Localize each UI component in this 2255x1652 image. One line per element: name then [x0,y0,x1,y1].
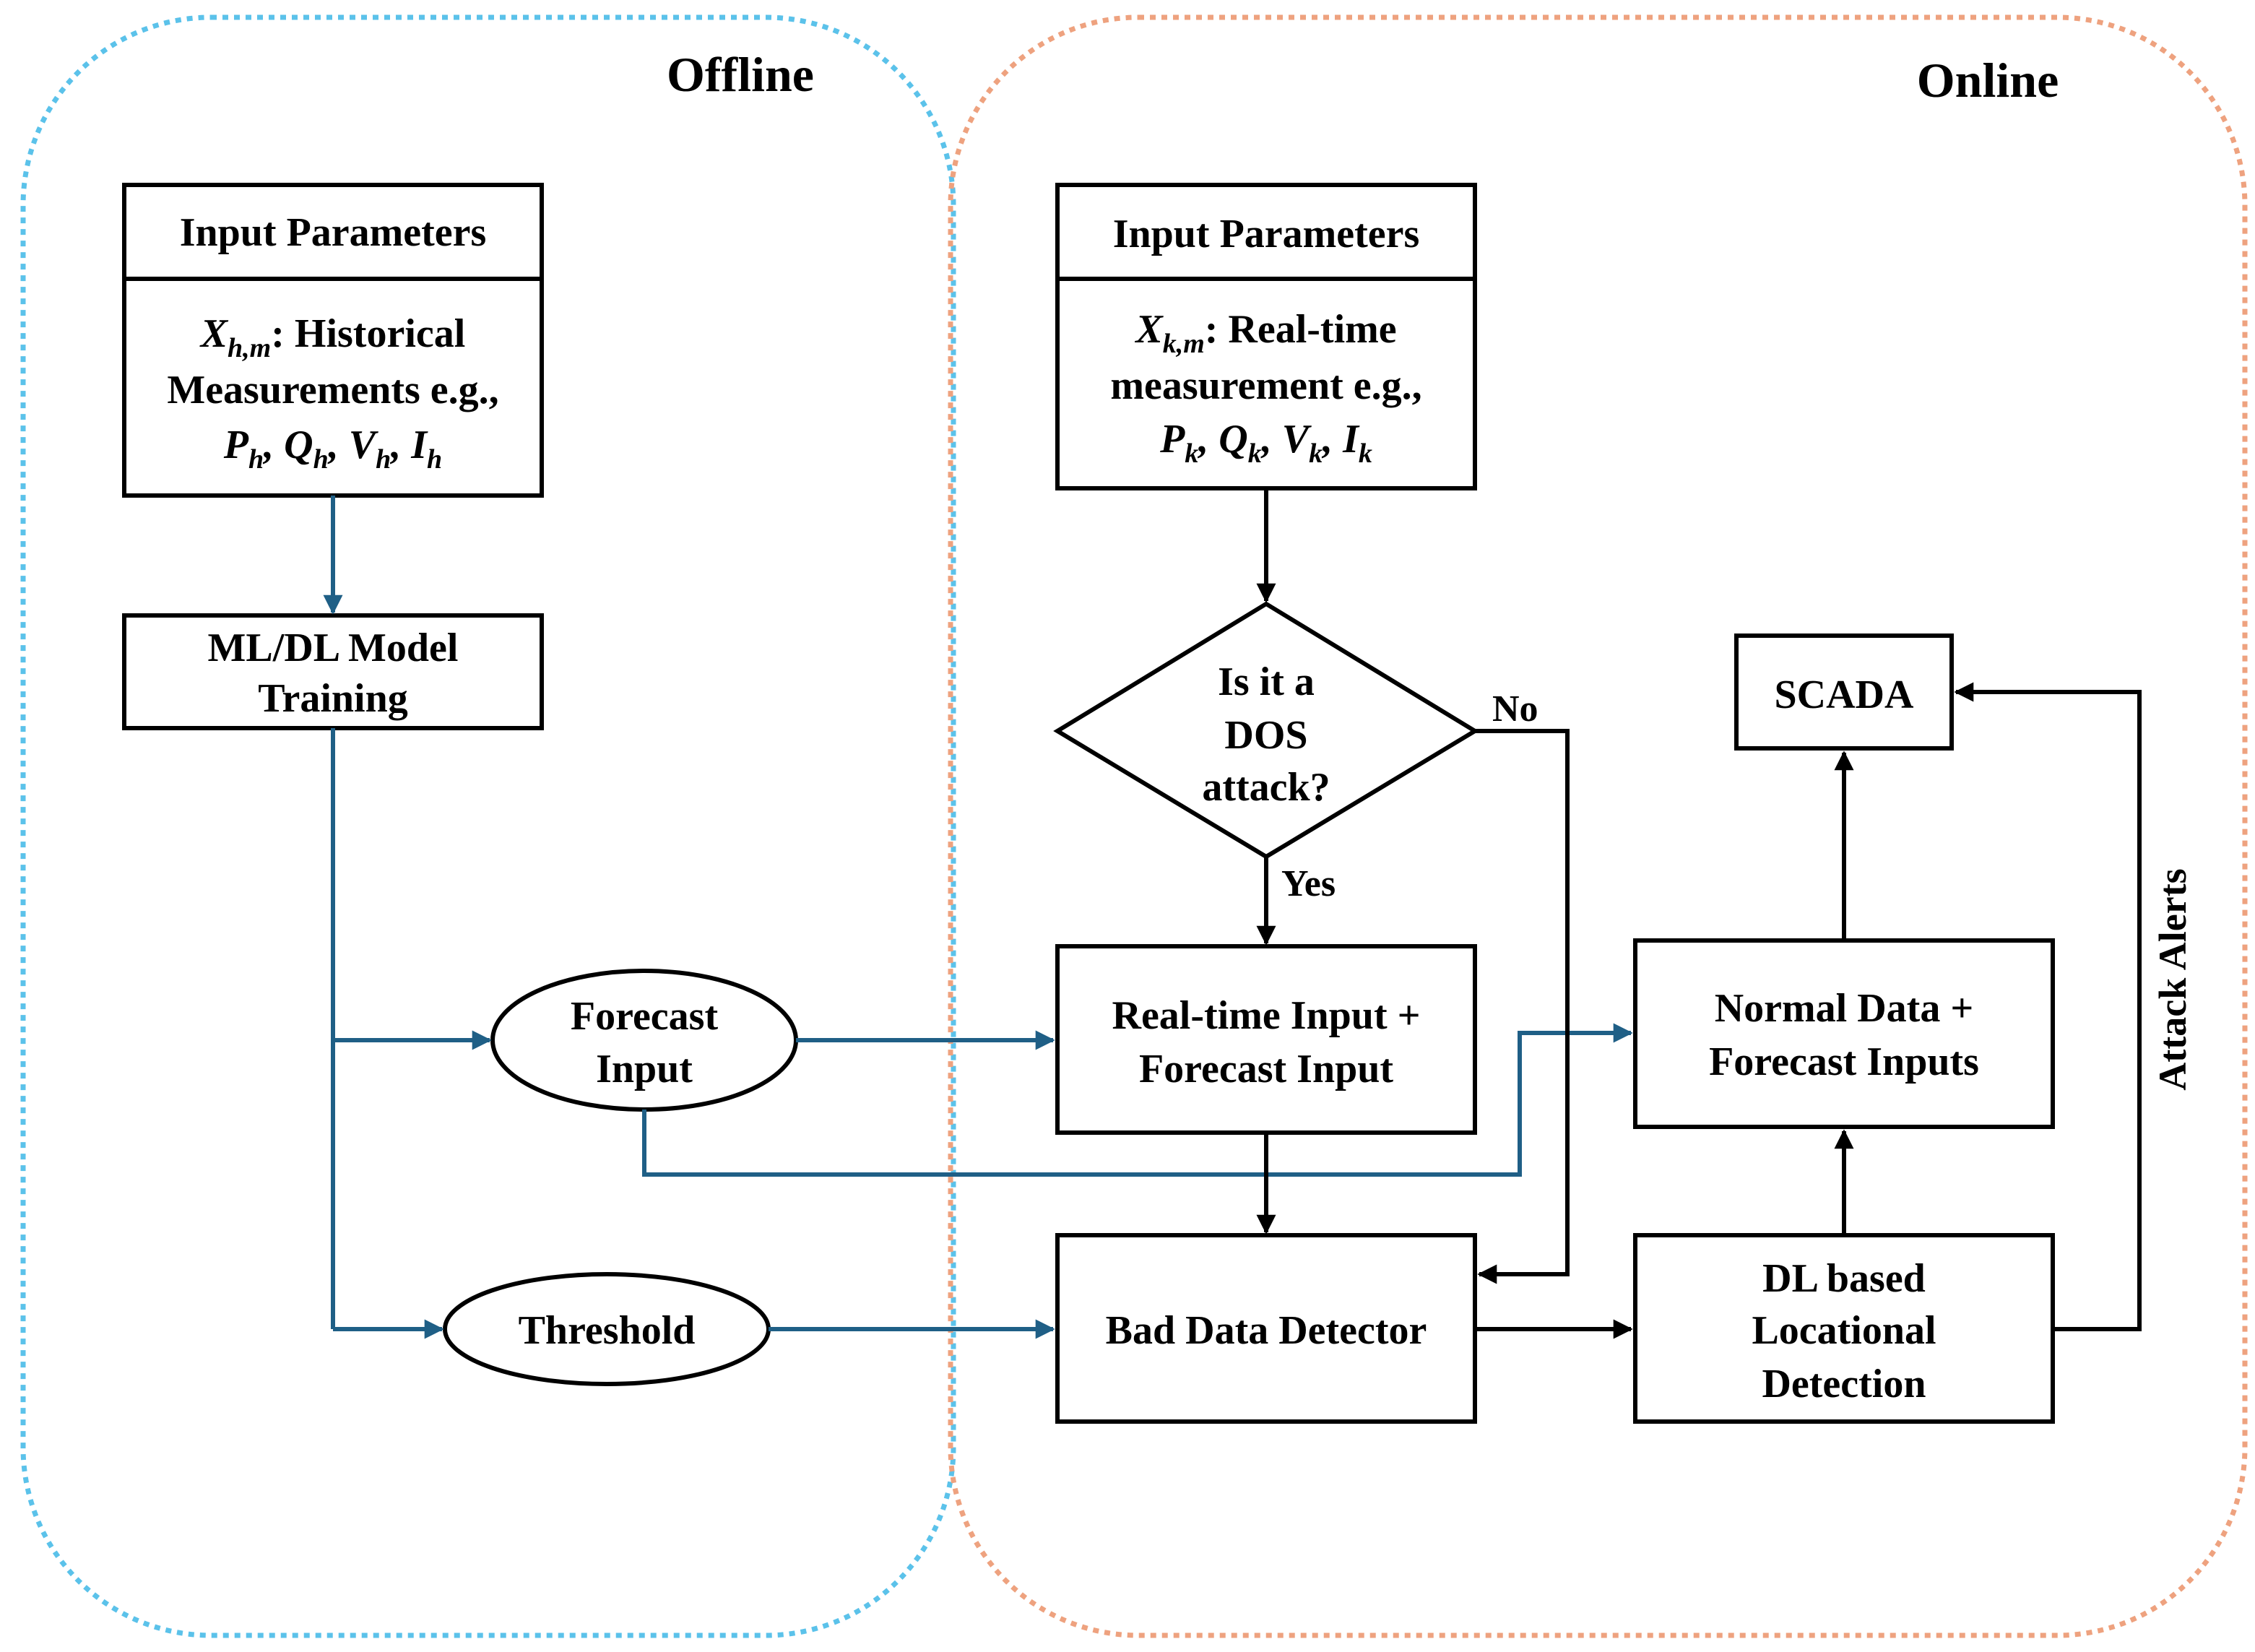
offline-region [20,14,956,1638]
offline-input-line2: Measurements e.g., [167,368,498,412]
normal-line1: Normal Data + [1715,986,1974,1031]
decision-line3: attack? [1202,765,1330,810]
online-input-line2: measurement e.g., [1110,363,1421,408]
arrow-no-to-baddata [1475,729,1570,1284]
training-line1: ML/DL Model [208,626,459,670]
no-label: No [1492,688,1538,730]
model-training-box: ML/DL Model Training [122,613,544,730]
offline-input-line3: Ph, Qh, Vh, Ih [223,423,442,475]
arrow-forecast-to-normal [642,1023,1633,1177]
yes-label: Yes [1281,863,1336,904]
online-input-line1: Xk,m: Real-time [1134,307,1396,359]
normal-line2: Forecast Inputs [1709,1039,1979,1084]
offline-title: Offline [667,47,814,102]
realtime-line2: Forecast Input [1139,1047,1393,1091]
bad-data-label: Bad Data Detector [1106,1308,1427,1353]
offline-input-box: Input Parameters Xh,m: Historical Measur… [122,183,544,498]
online-input-box: Input Parameters Xk,m: Real-time measure… [1055,183,1477,490]
forecast-line1: Forecast [571,994,719,1039]
training-line2: Training [258,676,407,721]
decision-line1: Is it a [1218,659,1315,704]
realtime-line1: Real-time Input + [1112,993,1421,1038]
forecast-line2: Input [596,1047,693,1091]
dl-locational-detection-box: DL based Locational Detection [1633,1233,2055,1424]
dl-line3: Detection [1762,1362,1926,1406]
offline-input-line1: Xh,m: Historical [199,311,466,363]
threshold-label: Threshold [519,1308,696,1353]
attack-alerts-label: Attack Alerts [2151,868,2194,1090]
bad-data-detector-box: Bad Data Detector [1055,1233,1477,1424]
online-title: Online [1917,53,2059,108]
scada-label: SCADA [1775,673,1914,717]
forecast-input-ellipse: Forecast Input [490,969,798,1112]
arrow-dl-alerts-to-scada [1954,682,2142,1331]
normal-forecast-box: Normal Data + Forecast Inputs [1633,938,2055,1129]
realtime-forecast-box: Real-time Input + Forecast Input [1055,944,1477,1135]
dl-line2: Locational [1752,1308,1936,1353]
dl-line1: DL based [1762,1256,1926,1301]
online-input-header: Input Parameters [1113,212,1420,256]
decision-line2: DOS [1224,713,1307,758]
threshold-ellipse: Threshold [443,1272,771,1386]
offline-input-header: Input Parameters [180,210,487,255]
scada-box: SCADA [1734,633,1954,751]
dos-decision-diamond: Is it a DOS attack? [1053,601,1479,860]
